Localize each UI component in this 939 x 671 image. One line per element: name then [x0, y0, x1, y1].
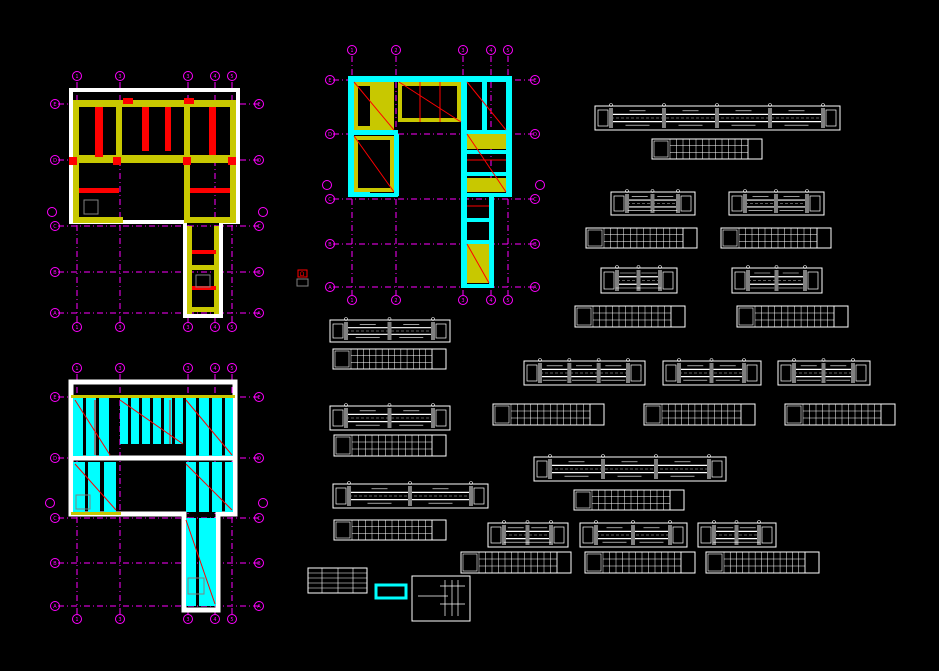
section-table-2[interactable] [585, 227, 698, 249]
beam-elevation-13[interactable] [487, 520, 569, 548]
tl-axis-right-2: C [257, 224, 261, 230]
bl-axis-top-0: 1 [75, 366, 78, 372]
bl-axis-bottom-0: 1 [75, 617, 78, 623]
tc-axis-left-1: D [328, 132, 332, 138]
tl-axis-left-0: E [53, 102, 56, 108]
beam-elevation-12[interactable] [332, 481, 489, 509]
tl-axis-right-1: D [257, 158, 261, 164]
tl-axis-right-0: E [257, 102, 260, 108]
beam-elevation-14[interactable] [579, 520, 688, 548]
tl-axis-right-3: B [257, 270, 261, 276]
bl-axis-top-1: 3 [118, 366, 121, 372]
tc-axis-right-3: B [533, 242, 537, 248]
tc-axis-right-0: E [533, 78, 536, 84]
beam-elevation-11[interactable] [533, 454, 727, 482]
bl-axis-bottom-4: 5 [230, 617, 233, 623]
tl-axis-top-3: 4 [213, 74, 216, 80]
tc-axis-top-4: 5 [506, 48, 509, 54]
beam-details[interactable] [329, 103, 896, 574]
section-table-1[interactable] [651, 138, 763, 160]
beam-elevation-10[interactable] [329, 403, 451, 431]
bl-axis-left-0: E [53, 395, 56, 401]
tl-axis-top-1: 3 [118, 74, 121, 80]
floor-slab-plan[interactable] [45, 363, 268, 624]
tc-axis-bottom-2: 3 [461, 298, 464, 304]
tl-axis-bottom-3: 4 [213, 325, 216, 331]
section-table-13[interactable] [460, 551, 572, 574]
tc-axis-bottom-4: 5 [506, 298, 509, 304]
tc-axis-bottom-0: 1 [350, 298, 353, 304]
section-table-3[interactable] [720, 227, 832, 249]
section-table-5[interactable] [736, 305, 849, 328]
tc-axis-left-4: A [328, 285, 332, 291]
tl-axis-top-2: 3 [186, 74, 189, 80]
beam-elevation-5[interactable] [731, 265, 823, 294]
beam-elevation-6[interactable] [329, 317, 451, 343]
tc-axis-right-2: C [533, 197, 537, 203]
tl-axis-left-3: B [53, 270, 57, 276]
tc-axis-bottom-3: 4 [489, 298, 492, 304]
tc-axis-top-3: 4 [489, 48, 492, 54]
beam-elevation-8[interactable] [662, 358, 762, 386]
section-table-6[interactable] [332, 348, 447, 370]
section-table-7[interactable] [492, 403, 605, 426]
north-arrow-icon [296, 269, 309, 287]
tl-axis-bottom-2: 3 [186, 325, 189, 331]
beam-elevation-9[interactable] [777, 358, 871, 386]
bl-axis-bottom-2: 3 [186, 617, 189, 623]
bl-axis-top-3: 4 [213, 366, 216, 372]
bl-axis-top-4: 5 [230, 366, 233, 372]
bl-axis-right-4: A [257, 604, 261, 610]
tl-axis-top-0: 1 [75, 74, 78, 80]
bl-axis-right-3: B [257, 561, 261, 567]
bl-axis-right-1: D [257, 456, 261, 462]
section-table-8[interactable] [643, 403, 756, 426]
tc-axis-left-0: E [328, 78, 331, 84]
tl-axis-bottom-0: 1 [75, 325, 78, 331]
section-table-4[interactable] [574, 305, 686, 328]
tc-axis-left-2: C [328, 197, 332, 203]
section-table-10[interactable] [333, 434, 447, 457]
center-symbol-label: Ω [300, 271, 305, 278]
bl-axis-right-2: C [257, 516, 261, 522]
beam-elevation-3[interactable] [728, 189, 825, 216]
tl-axis-left-2: C [53, 224, 57, 230]
section-table-11[interactable] [573, 489, 685, 511]
tl-axis-bottom-1: 3 [118, 325, 121, 331]
bl-axis-bottom-3: 4 [213, 617, 216, 623]
tc-axis-left-3: B [328, 242, 332, 248]
beam-elevation-2[interactable] [610, 189, 696, 216]
tc-axis-top-1: 2 [394, 48, 397, 54]
tc-axis-top-2: 3 [461, 48, 464, 54]
schedule-block[interactable] [307, 567, 471, 622]
beam-elevation-15[interactable] [697, 520, 777, 548]
bl-axis-top-2: 3 [186, 366, 189, 372]
tc-axis-top-0: 1 [350, 48, 353, 54]
bl-axis-left-2: C [53, 516, 57, 522]
tc-axis-right-1: D [533, 132, 537, 138]
roof-slab-plan[interactable] [322, 45, 545, 305]
beam-elevation-4[interactable] [600, 265, 678, 294]
tl-axis-bottom-4: 5 [230, 325, 233, 331]
tl-axis-left-4: A [53, 311, 57, 317]
tl-axis-left-1: D [53, 158, 57, 164]
section-table-12[interactable] [333, 519, 447, 541]
beam-elevation-1[interactable] [594, 103, 841, 131]
beam-elevation-7[interactable] [523, 358, 646, 386]
section-table-14[interactable] [584, 551, 696, 574]
bl-axis-left-4: A [53, 604, 57, 610]
section-table-15[interactable] [705, 551, 820, 574]
tl-axis-top-4: 5 [230, 74, 233, 80]
tc-axis-bottom-1: 2 [394, 298, 397, 304]
bl-axis-right-0: E [257, 395, 260, 401]
foundation-beam-plan[interactable] [47, 71, 268, 332]
section-table-9[interactable] [784, 403, 896, 426]
tc-axis-right-4: A [533, 285, 537, 291]
bl-axis-left-3: B [53, 561, 57, 567]
bl-axis-left-1: D [53, 456, 57, 462]
tl-axis-right-4: A [257, 311, 261, 317]
bl-axis-bottom-1: 3 [118, 617, 121, 623]
